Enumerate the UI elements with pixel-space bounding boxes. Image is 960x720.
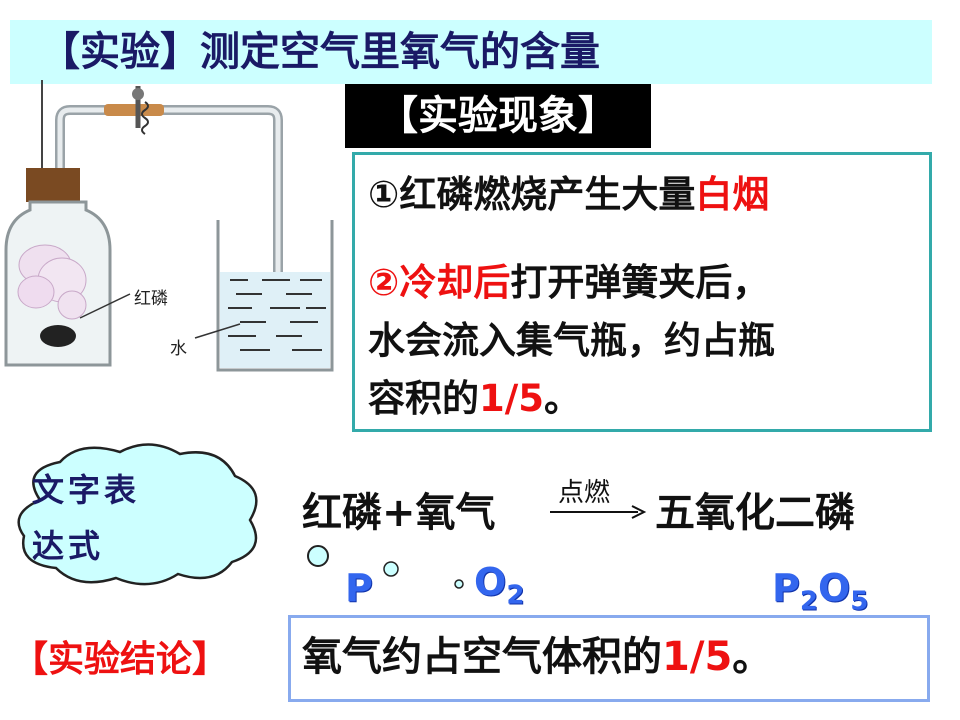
- conclusion-period: 。: [732, 634, 773, 680]
- formula-phosphorus: P: [345, 566, 373, 610]
- phenomenon-1-text: ①红磷燃烧产生大量: [368, 173, 696, 216]
- phenomenon-2-line-1-text: 打开弹簧夹后，: [510, 261, 770, 304]
- phenomena-header: 【实验现象】: [345, 84, 651, 148]
- phenomenon-2-line-3: 容积的1/5。: [368, 376, 581, 422]
- phenomenon-2-line-1: ②冷却后打开弹簧夹后，: [368, 260, 769, 306]
- rubber-tube: [104, 104, 164, 116]
- phenomenon-2-period: 。: [544, 377, 582, 420]
- title-band: [10, 20, 932, 84]
- word-equation-reactants: 红磷+氧气: [302, 490, 496, 536]
- label-water: 水: [170, 339, 187, 359]
- phenomena-box: [352, 152, 932, 432]
- word-equation-label: 文字表 达式: [32, 462, 202, 574]
- formula-product-o-subscript: 5: [850, 586, 869, 617]
- thought-bubbles: [307, 545, 464, 589]
- word-equation-product: 五氧化二磷: [655, 490, 855, 536]
- formula-product-p: P: [772, 566, 800, 610]
- spring-clamp-icon: [132, 86, 149, 135]
- word-equation-label-line-1: 文字表: [32, 471, 141, 509]
- formula-product-o: O: [817, 566, 851, 610]
- apparatus-illustration: [4, 80, 334, 372]
- formula-phosphorus-pentoxide: P2O5: [772, 566, 868, 624]
- slide-title: 【实验】测定空气里氧气的含量: [40, 28, 600, 75]
- thought-cloud-icon: [17, 443, 258, 586]
- bottle-stopper: [26, 168, 80, 202]
- label-red-phosphorus: 红磷: [134, 289, 168, 309]
- formula-oxygen-base: O: [474, 560, 507, 604]
- formula-oxygen-subscript: 2: [506, 580, 525, 611]
- reaction-condition: 点燃: [558, 478, 611, 508]
- phenomenon-2-line-2: 水会流入集气瓶，约占瓶: [368, 319, 775, 362]
- water-lines: [228, 279, 326, 351]
- conclusion-fraction: 1/5: [662, 634, 733, 680]
- phenomenon-2-line-3-text: 容积的: [368, 377, 479, 420]
- water-fill: [220, 272, 330, 368]
- conclusion-text: 氧气约占空气体积的1/5。: [302, 632, 772, 682]
- combustion-spoon: [40, 325, 76, 347]
- beaker: [216, 220, 334, 372]
- conclusion-text-main: 氧气约占空气体积的: [302, 634, 662, 680]
- white-smoke-icon: [17, 244, 87, 320]
- phenomenon-1-highlight: 白烟: [695, 173, 770, 216]
- word-equation-label-line-2: 达式: [32, 527, 105, 565]
- phenomenon-2-highlight: ②冷却后: [368, 261, 511, 304]
- formula-product-p-subscript: 2: [799, 586, 818, 617]
- conclusion-box: [288, 615, 930, 702]
- conclusion-label: 【实验结论】: [12, 639, 229, 680]
- phenomenon-2-fraction: 1/5: [479, 377, 545, 420]
- phenomenon-1: ①红磷燃烧产生大量白烟: [368, 172, 769, 218]
- reaction-arrow-icon: [550, 505, 647, 519]
- formula-oxygen: O2: [474, 560, 524, 618]
